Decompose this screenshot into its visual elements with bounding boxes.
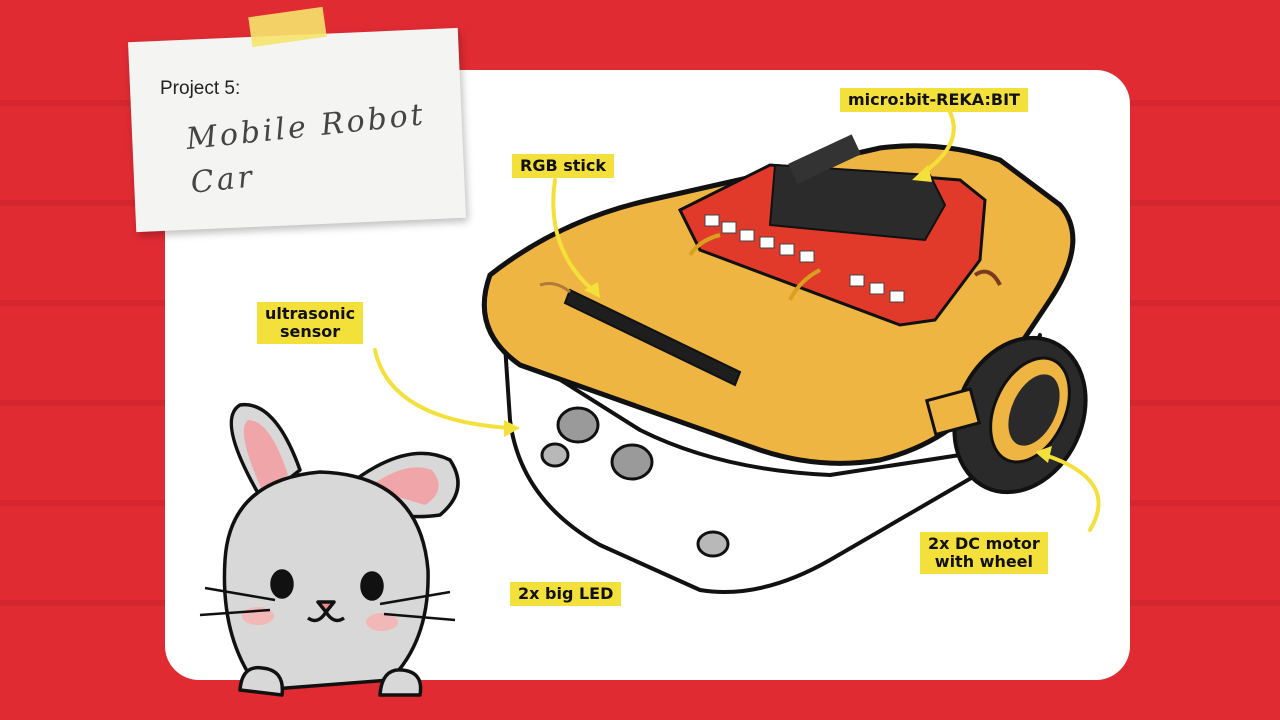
label-big-led: 2x big LED — [510, 582, 622, 606]
rabbit-left-paw — [238, 665, 285, 697]
arrow-motor — [1043, 453, 1101, 532]
arrow-ultrasonic — [373, 348, 512, 430]
ultrasonic-sensor — [556, 406, 654, 481]
label-motor-line1: 2x DC motor — [928, 534, 1040, 553]
label-ultrasonic-line2: sensor — [279, 322, 341, 341]
label-board: micro:bit-REKA:BIT — [840, 88, 1028, 112]
rabbit-left-eye — [270, 569, 294, 599]
label-dc-motor: 2x DC motor with wheel — [920, 532, 1048, 574]
rabbit-right-eye — [360, 571, 384, 601]
wheel — [924, 335, 1088, 495]
arrow-rgb — [551, 178, 597, 294]
controller-board — [677, 134, 1002, 327]
rabbit-nose — [316, 600, 336, 614]
rabbit-head — [222, 470, 430, 692]
rabbit-whiskers — [199, 586, 456, 622]
label-ultrasonic-line1: ultrasonic — [265, 304, 356, 323]
big-leds — [540, 442, 730, 558]
rgb-stick — [539, 282, 742, 387]
project-number: Project 5: — [160, 78, 241, 99]
arrow-heads — [504, 165, 1052, 463]
rabbit — [199, 402, 460, 697]
label-motor-line2: with wheel — [934, 552, 1034, 571]
rabbit-right-cheek — [366, 613, 398, 631]
robot-chassis — [503, 333, 1042, 594]
label-ultrasonic-sensor: ultrasonic sensor — [257, 302, 364, 344]
rabbit-mouth — [306, 611, 346, 623]
rabbit-right-paw — [378, 668, 423, 697]
label-rgb-stick: RGB stick — [512, 154, 614, 178]
